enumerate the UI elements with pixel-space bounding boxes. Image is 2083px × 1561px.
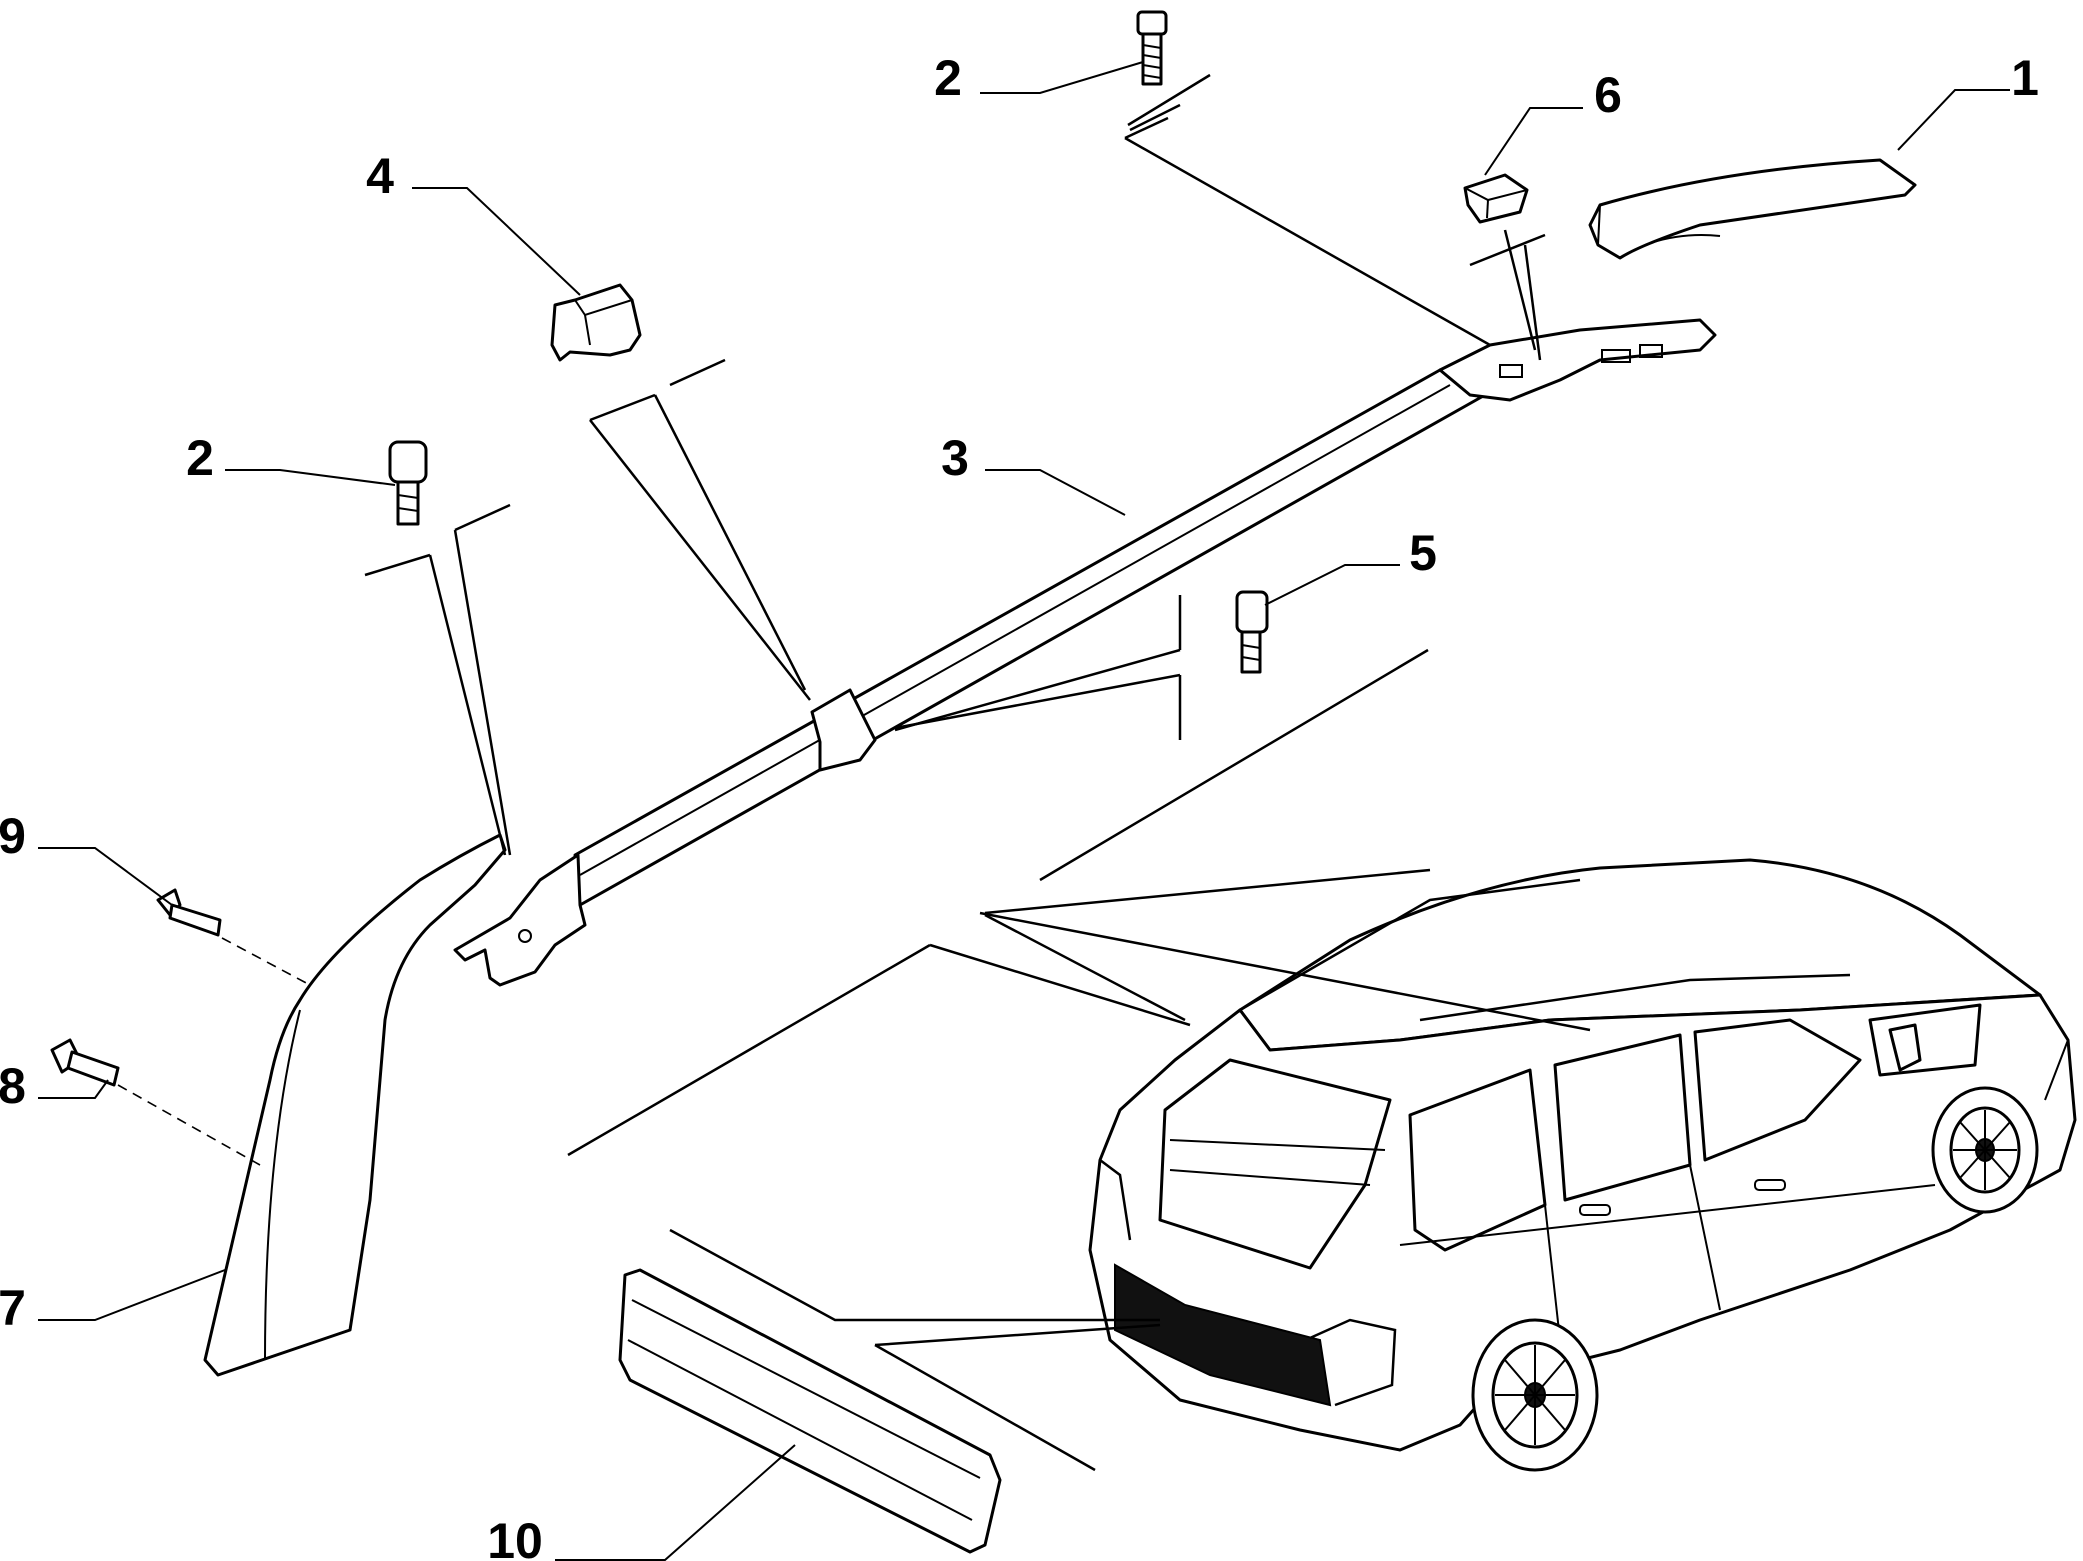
part-3-roof-rail: [453, 318, 1717, 987]
callout-3: 3: [941, 430, 969, 486]
callout-8: 8: [0, 1058, 26, 1114]
part-9-screw: [156, 888, 222, 937]
part-5-bolt: [1235, 590, 1269, 674]
callout-5: 5: [1409, 525, 1437, 581]
part-7-pillar-trim: [203, 833, 507, 1377]
part-6-clip: [1463, 173, 1529, 224]
callout-6: 6: [1594, 67, 1622, 123]
car-body: [1088, 858, 2077, 1472]
part-9-dashed-axis: [221, 937, 311, 986]
part-8-dashed-axis: [117, 1084, 261, 1166]
part-2-bolt-top: [1136, 10, 1168, 86]
part-1-roof-rail-end-cap: [1588, 158, 1917, 260]
part-4-end-cover: [550, 283, 642, 362]
part-10-tailgate-trim: [618, 1268, 1002, 1554]
assembly-guide-lines: [364, 73, 1591, 1472]
callout-numbers: 1 2 2 3 4 5 6 7 8 9 10: [0, 50, 2039, 1561]
part-8-screw: [50, 1038, 120, 1087]
callout-7: 7: [0, 1280, 26, 1336]
callout-1: 1: [2011, 50, 2039, 106]
part-2-bolt-left: [388, 440, 428, 526]
callout-9: 9: [0, 808, 26, 864]
callout-4: 4: [366, 148, 394, 204]
callout-2-top: 2: [934, 50, 962, 106]
callout-leaders: [38, 61, 2010, 1561]
callout-2-left: 2: [186, 430, 214, 486]
callout-10: 10: [487, 1513, 543, 1561]
